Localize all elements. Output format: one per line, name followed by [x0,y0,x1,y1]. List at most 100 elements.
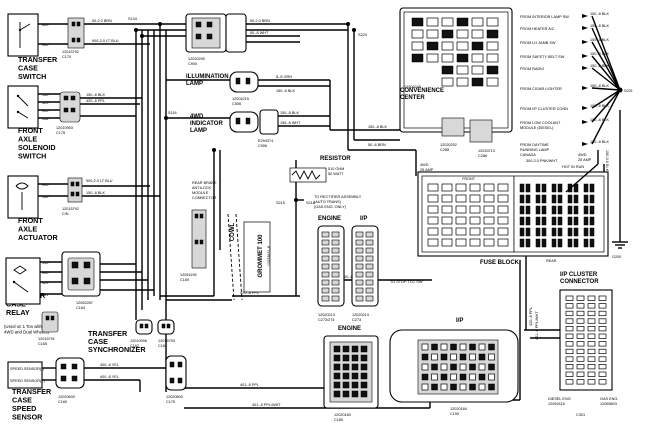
fuse-blade [583,216,589,226]
pin [598,356,607,362]
fuse-slot [456,53,469,63]
pin [469,383,476,391]
fuse-blade [541,194,547,204]
feed-wire-label: 150-.8 BLK [590,64,609,68]
pin [431,353,438,361]
pin [351,381,359,389]
pin [576,303,585,309]
svg-text:150: 150 [42,261,48,265]
fuse-blade [583,194,589,204]
pin [421,343,429,351]
fuse-blade [567,194,573,204]
fuse-slot [427,183,439,192]
pin [478,373,486,381]
fuse-slot [471,17,484,27]
pin [598,348,607,355]
pin [440,353,448,361]
svg-text:50-2.0 BRN: 50-2.0 BRN [92,19,112,23]
pin [431,343,438,351]
pin [321,255,330,262]
pin [421,373,429,381]
fuse-slot [486,53,499,63]
fuse-slot [497,205,509,214]
fuse-slot [483,194,495,203]
pin [565,379,574,385]
pin [365,231,374,238]
feed-wire-label: 150-.8 BLK [590,118,609,122]
pin [565,326,574,332]
fuse-blade [583,238,589,248]
arrow-icon [582,14,588,18]
pin [598,364,607,370]
pin [440,363,448,371]
pin [440,383,448,391]
fuse-blade [551,194,557,204]
pin [360,381,368,389]
svg-text:150-.8 BLK: 150-.8 BLK [276,89,295,93]
svg-text:900: 900 [42,183,48,187]
fuse-slot [497,227,509,236]
fuse-slot [483,216,495,225]
svg-text:401-.8 PPL/WHT: 401-.8 PPL/WHT [252,403,281,407]
fuse-slot [497,238,509,247]
svg-text:400-.8 YEL: 400-.8 YEL [100,375,119,379]
pin [342,345,350,353]
fuse-slot [426,17,439,27]
svg-text:420-.8 PPL: 420-.8 PPL [529,307,533,326]
svg-text:900: 900 [42,43,48,47]
pin [576,295,585,301]
fuse-blade [541,183,547,193]
pin [598,371,607,377]
pin [478,383,486,391]
fuse-blade [589,238,595,248]
pin [440,343,448,351]
splice-s201: S201 [624,89,633,93]
fuse-slot [441,17,454,27]
fuse-blade [589,194,595,204]
pin [598,310,607,317]
fuse-blade [535,238,541,248]
pin [321,239,330,246]
pin [351,363,359,371]
fuse-slot [486,17,499,27]
fuse-slot [427,205,439,214]
label-grommet: GROMMET 100 [258,234,264,278]
pin [365,247,374,254]
pin [587,333,596,339]
pin [421,363,429,371]
fuse-blade [551,238,557,248]
pin [565,356,574,362]
pin [576,348,585,355]
svg-text:901: 901 [42,293,48,297]
pin [450,353,457,361]
pin [587,295,596,301]
fuse-blade [541,238,547,248]
fuse-blade [573,205,579,215]
label-engine-2: ENGINE [338,326,361,332]
fuse-slot [486,65,499,75]
fuse-slot [455,216,467,225]
pin [342,372,350,380]
fuse-blade [551,216,557,226]
feed-wire-label: 150-.8 BLK [590,104,609,108]
fuse-slot [497,183,509,192]
fuse-slot [441,53,454,63]
svg-text:900-2.0 LT BLU: 900-2.0 LT BLU [92,39,119,43]
pin [488,373,495,381]
pin [333,345,341,353]
arrow-icon [582,54,588,58]
fuse-slot [469,183,481,192]
